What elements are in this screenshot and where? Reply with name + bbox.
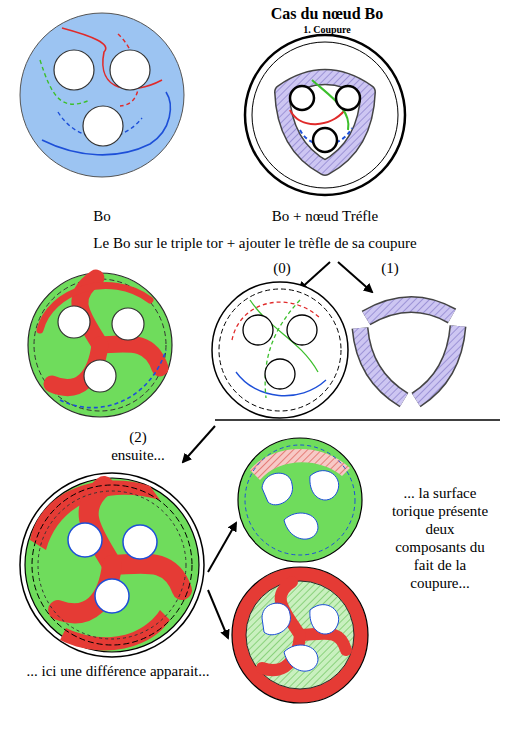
- title: Cas du nœud Bo: [207, 4, 447, 23]
- separator-line: [215, 419, 500, 421]
- figure-caption: Bo: [72, 207, 132, 225]
- green-component-part: [310, 471, 339, 500]
- torus-outline-part: [243, 315, 273, 345]
- red-component-part: [246, 581, 354, 689]
- red-green-torus-part: [84, 360, 116, 392]
- red-green-torus: [28, 273, 172, 417]
- branch-arrows-part: [208, 590, 228, 638]
- branch-arrows-part: [208, 523, 236, 572]
- torus-outline-part: [219, 289, 341, 411]
- subtitle: 1. Coupure: [247, 24, 407, 36]
- caption-line: Le Bo sur le triple tor + ajouter le trè…: [15, 234, 495, 252]
- note: ... ici une différence apparait...: [23, 662, 213, 680]
- trefoil-band: [360, 304, 458, 400]
- red-green-torus-part: [28, 273, 172, 417]
- combined-torus-part: [68, 523, 102, 557]
- bo-trefoil-figure-part: [252, 42, 398, 188]
- torus-outline-part: [265, 359, 295, 389]
- combined-torus-part: [95, 579, 129, 613]
- bo-trefoil-figure-part: [290, 110, 345, 124]
- combined-torus-part: [32, 485, 192, 645]
- red-component-part: [262, 603, 290, 635]
- red-component: [232, 567, 368, 703]
- combined-torus: [20, 473, 204, 657]
- red-green-torus-part: [112, 308, 144, 340]
- figure-caption: Bo + nœud Tréfle: [225, 207, 425, 225]
- bo-trefoil-figure-part: [282, 77, 368, 168]
- bo-trefoil-figure-part: [336, 86, 360, 110]
- combined-torus-part: [25, 478, 199, 652]
- branch-arrows: [208, 523, 236, 638]
- bo-trefoil-figure: [245, 35, 405, 195]
- red-component-part: [284, 645, 318, 671]
- red-green-torus-part: [60, 350, 166, 408]
- bo-trefoil-figure-part: [313, 128, 337, 152]
- callout-number: (1): [375, 259, 405, 277]
- bo-trefoil-figure-part: [282, 77, 368, 168]
- green-component-part: [262, 473, 293, 505]
- red-component-part: [232, 567, 368, 703]
- bo-torus-part: [83, 106, 123, 146]
- bo-torus-part: [20, 13, 184, 177]
- red-component-part: [310, 605, 339, 634]
- trefoil-band-part: [360, 304, 458, 400]
- bo-trefoil-figure-part: [290, 86, 314, 110]
- bo-torus-part: [42, 92, 170, 155]
- combined-torus-part: [123, 525, 157, 559]
- bo-trefoil-figure-part: [245, 35, 405, 195]
- trefoil-band-part: [360, 304, 458, 400]
- arrow: [183, 426, 215, 462]
- torus-outline: [212, 282, 348, 418]
- bo-torus-part: [54, 50, 94, 90]
- callout-number: (0): [267, 259, 297, 277]
- torus-outline-part: [287, 315, 317, 345]
- note: ensuite...: [103, 446, 173, 464]
- red-green-torus-part: [58, 306, 90, 338]
- bo-torus: [20, 13, 184, 177]
- red-green-torus-part: [34, 279, 166, 411]
- green-component-part: [238, 438, 362, 562]
- split-arrows-part: [338, 262, 372, 292]
- green-component: [238, 438, 362, 562]
- split-arrows: [299, 262, 372, 292]
- callout-number: (2): [118, 428, 158, 446]
- combined-torus-part: [38, 491, 186, 639]
- green-component-part: [284, 513, 318, 539]
- torus-outline-part: [265, 300, 300, 398]
- bo-torus-part: [110, 50, 150, 90]
- green-component-part: [245, 445, 355, 555]
- note: ... la surface torique présente deux com…: [389, 484, 491, 592]
- torus-outline-part: [212, 282, 348, 418]
- combined-torus-part: [20, 473, 204, 657]
